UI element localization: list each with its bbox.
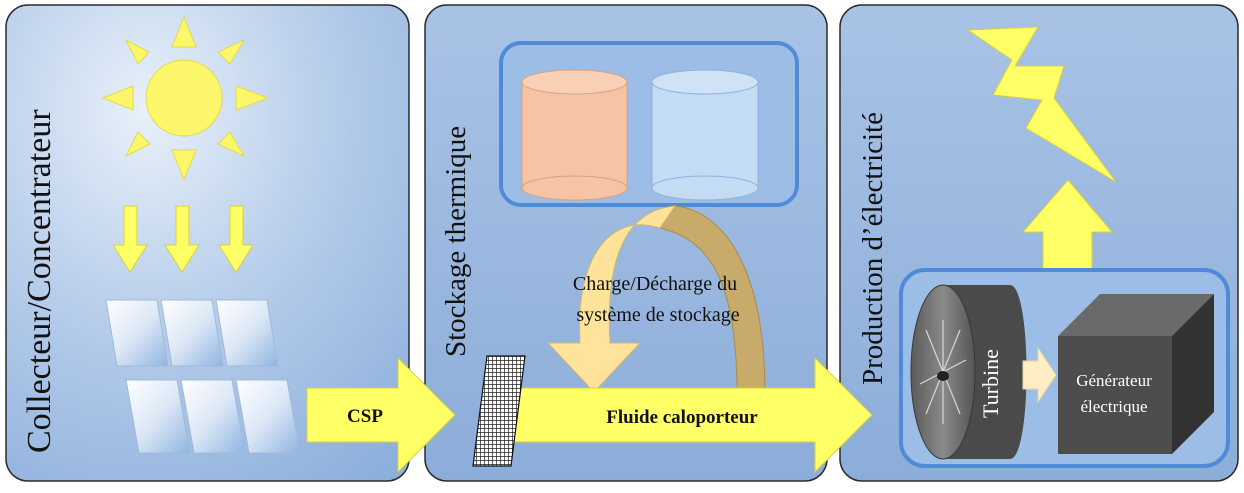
- csp-label: CSP: [347, 406, 383, 427]
- down-arrow-icon: [218, 205, 254, 273]
- storage-title: Stockage thermique: [440, 126, 472, 357]
- turbine: Turbine: [910, 284, 1027, 460]
- lightning-icon: [966, 26, 1117, 183]
- shaft-arrow: [1022, 346, 1057, 404]
- collector-title: Collecteur/Concentrateur: [21, 109, 58, 453]
- down-arrow-icon: [164, 205, 200, 273]
- generator-label-line1: Générateur: [1076, 371, 1152, 390]
- csp-arrow: CSP: [306, 356, 456, 474]
- production-title: Production d’électricité: [857, 112, 889, 385]
- generator: Générateur électrique: [1058, 294, 1214, 454]
- cycle-label-line1: Charge/Décharge du: [573, 273, 737, 295]
- receiver-grid: [472, 355, 526, 467]
- charge-arrow: [546, 205, 677, 393]
- sun-icon: [101, 15, 270, 182]
- sunlight-arrows: [112, 205, 254, 273]
- collector-panel: [5, 4, 410, 482]
- fluid-arrow: Fluide caloporteur: [509, 356, 873, 474]
- cycle-label-line2: système de stockage: [576, 304, 739, 326]
- turbine-label: Turbine: [978, 349, 1003, 418]
- down-arrow-icon: [112, 205, 148, 273]
- mirror-array: [105, 299, 301, 454]
- hot-tank: [521, 69, 628, 201]
- cold-tank: [651, 69, 759, 201]
- generator-label-line2: électrique: [1080, 397, 1147, 416]
- fluid-label: Fluide caloporteur: [606, 407, 758, 428]
